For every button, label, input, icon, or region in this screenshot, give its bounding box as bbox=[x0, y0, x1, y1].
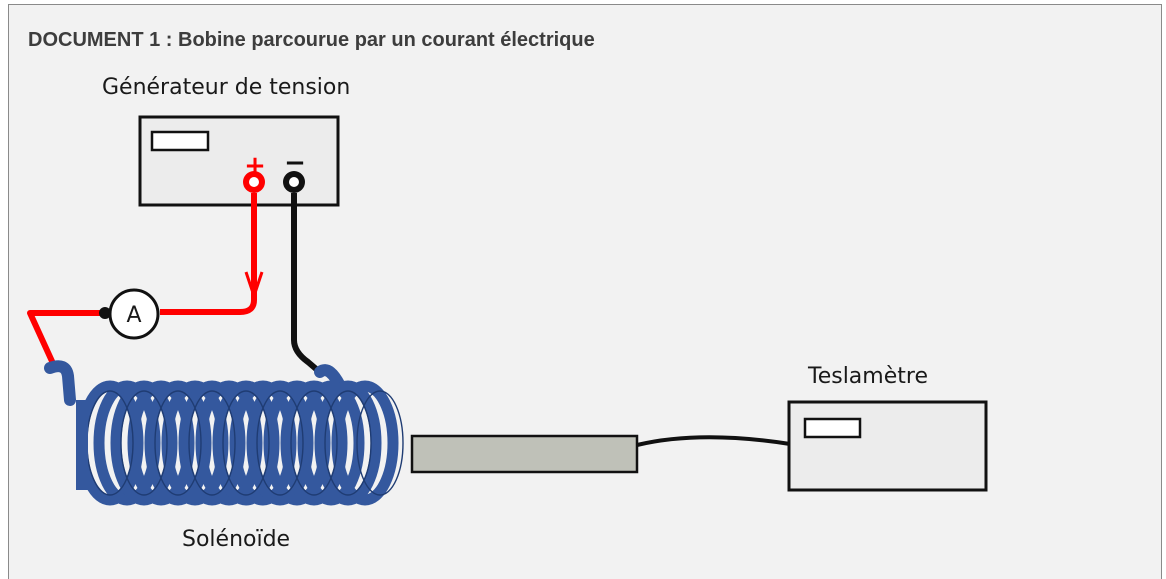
solenoid bbox=[44, 360, 404, 506]
negative-wire bbox=[291, 193, 324, 377]
generator-display bbox=[150, 130, 210, 152]
minus-sign: − bbox=[284, 148, 306, 178]
teslameter-box bbox=[787, 400, 988, 492]
teslameter-display bbox=[803, 417, 862, 439]
negative-terminal-inner bbox=[289, 177, 299, 187]
positive-terminal-inner bbox=[249, 177, 259, 187]
generator-box bbox=[138, 115, 340, 207]
generator-label: Générateur de tension bbox=[102, 75, 350, 100]
solenoid-label: Solénoïde bbox=[182, 527, 290, 552]
positive-wire-upper bbox=[160, 193, 257, 315]
ammeter bbox=[108, 288, 160, 340]
ammeter-label: A bbox=[126, 303, 141, 328]
document-title: DOCUMENT 1 : Bobine parcourue par un cou… bbox=[28, 29, 595, 51]
positive-wire-lower bbox=[27, 310, 108, 372]
probe-cable bbox=[636, 435, 791, 447]
teslameter-probe bbox=[410, 434, 639, 474]
teslameter-label: Teslamètre bbox=[807, 364, 928, 389]
current-arrow bbox=[244, 271, 264, 301]
junction-dot bbox=[99, 307, 111, 319]
